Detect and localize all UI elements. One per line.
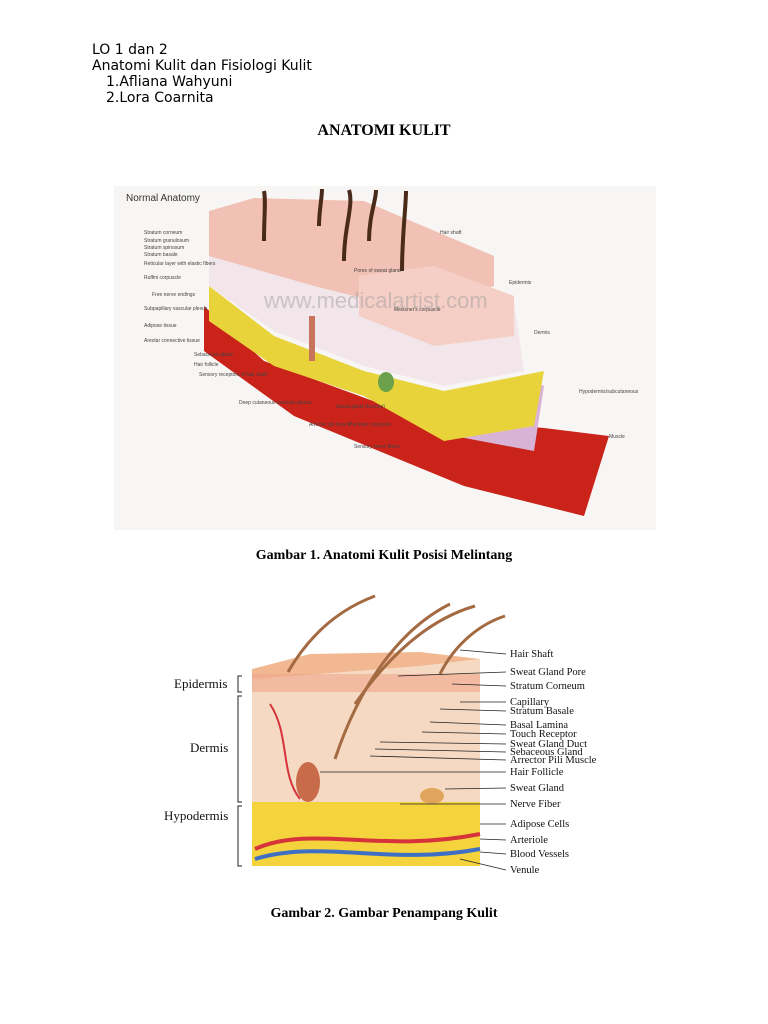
fig1-label: Free nerve endings: [152, 292, 196, 298]
fig1-muscle-layer: [204, 306, 609, 516]
fig1-label: Sensory nerve fibers: [354, 444, 400, 450]
fig1-label: Pores of sweat gland: [354, 268, 401, 274]
fig1-label: Ruffini corpuscle: [144, 275, 181, 281]
fig1-right-labels: Hair shaft Epidermis Dermis Hypodermis/s…: [440, 230, 639, 440]
fig2-hair-4: [438, 614, 506, 675]
header-line-lo: LO 1 dan 2: [92, 42, 168, 58]
fig1-sweat-gland: [378, 372, 394, 392]
fig1-label: Stratum granulosum: [144, 238, 189, 244]
figure-1-normal-anatomy: Normal Anatomy www.medicalartist.com Str…: [114, 186, 656, 530]
fig1-label: Pacinian corpuscle: [349, 422, 391, 428]
fig1-left-labels: Stratum corneum Stratum granulosum Strat…: [144, 230, 441, 450]
fig1-label: Deep cutaneous vascular plexus: [239, 400, 312, 406]
fig1-label: Dermis: [534, 330, 550, 336]
fig2-label: Touch Receptor: [510, 729, 577, 740]
fig1-dermis: [209, 256, 524, 386]
fig1-hair-follicle: [309, 316, 315, 361]
fig2-hair-2: [333, 602, 451, 760]
fig2-label-hypodermis: Hypodermis: [164, 808, 228, 823]
fig2-hair-1: [286, 594, 376, 673]
fig2-adipose-layer: [252, 802, 480, 866]
fig1-label: Meissner's corpuscle: [394, 307, 441, 313]
fig2-label: Venule: [510, 865, 539, 876]
fig2-arteriole: [254, 832, 481, 851]
fig1-hair-3: [342, 189, 353, 262]
fig2-label: Sebaceous Gland: [510, 747, 583, 758]
fig2-label: Stratum Corneum: [510, 681, 585, 692]
fig2-epidermis-band: [252, 674, 480, 692]
fig2-hair-follicle: [296, 762, 320, 802]
fig2-label: Sweat Gland Duct: [510, 739, 587, 750]
fig1-label: Hair shaft: [440, 230, 462, 236]
fig1-label: Reticular layer with elastic fibers: [144, 261, 216, 267]
figure-2-illustration: Epidermis Dermis Hypodermis Hair Shaft S…: [164, 594, 597, 876]
fig2-label: Capillary: [510, 697, 550, 708]
fig1-label: Stratum corneum: [144, 230, 182, 236]
fig2-label: Arrector Pili Muscle: [510, 755, 597, 766]
fig2-leader-lines: [320, 649, 507, 871]
fig2-hair-3: [353, 604, 476, 705]
fig1-label: Sensory receptors of hair shaft: [199, 372, 268, 378]
fig1-label: Epidermis: [509, 280, 532, 286]
fig1-hair-1: [262, 190, 267, 242]
fig1-label: Hair follicle: [194, 362, 219, 368]
fig1-label: Muscle: [609, 434, 625, 440]
fig2-label: Blood Vessels: [510, 849, 569, 860]
fig2-label: Nerve Fiber: [510, 799, 561, 810]
fig1-label: Areolar connective tissue: [144, 338, 200, 344]
fig1-fat-layer: [209, 286, 544, 441]
fig2-venule: [254, 847, 481, 861]
fig1-hair-4: [367, 189, 378, 242]
fig2-label-dermis: Dermis: [190, 740, 228, 755]
figure-2-skin-cross-section: Epidermis Dermis Hypodermis Hair Shaft S…: [160, 584, 606, 894]
fig2-brackets: [237, 675, 242, 867]
fig2-label: Hair Follicle: [510, 767, 564, 778]
fig2-right-labels: Hair Shaft Sweat Gland Pore Stratum Corn…: [510, 649, 597, 876]
fig1-label: Subpapillary vascular plexus: [144, 306, 208, 312]
fig1-label: Stratum basale: [144, 252, 178, 258]
fig1-heading: Normal Anatomy: [126, 193, 200, 204]
page-title: ANATOMI KULIT: [317, 122, 451, 139]
header-line-topic: Anatomi Kulit dan Fisiologi Kulit: [92, 58, 312, 74]
fig2-label: Adipose Cells: [510, 819, 569, 830]
fig2-label-epidermis: Epidermis: [174, 676, 227, 691]
fig1-watermark: www.medicalartist.com: [263, 288, 488, 313]
fig2-sweat-gland: [420, 788, 444, 804]
figure-1-illustration: Normal Anatomy www.medicalartist.com Str…: [126, 188, 639, 516]
fig1-label: Sebaceous gland: [194, 352, 233, 358]
fig2-label: Sweat Gland Pore: [510, 667, 586, 678]
fig1-label: Adipose tissue: [144, 323, 177, 329]
fig1-hair-5: [400, 190, 408, 272]
fig1-label: Stratum spinosum: [144, 245, 184, 251]
fig1-hair-2: [317, 188, 324, 227]
fig2-label: Sweat Gland: [510, 783, 565, 794]
fig2-capillary: [269, 703, 301, 800]
fig1-label: Hypodermis/subcutaneous: [579, 389, 639, 395]
fig2-label: Arteriole: [510, 835, 548, 846]
figure-1-caption: Gambar 1. Anatomi Kulit Posisi Melintang: [255, 548, 513, 563]
fig2-label: Basal Lamina: [510, 720, 568, 731]
document-header: LO 1 dan 2 Anatomi Kulit dan Fisiologi K…: [92, 42, 312, 106]
fig1-label: Sweat gland (Eccrine): [336, 404, 385, 410]
fig2-label: Stratum Basale: [510, 706, 574, 717]
header-author-2: 2.Lora Coarnita: [106, 90, 214, 106]
figure-2-caption: Gambar 2. Gambar Penampang Kulit: [270, 906, 498, 921]
fig1-epidermis-block: [359, 266, 514, 346]
header-author-1: 1.Afliana Wahyuni: [106, 74, 233, 90]
fig2-label: Hair Shaft: [510, 649, 554, 660]
fig2-epidermis-top: [252, 652, 480, 679]
fig1-label: Arrector pili muscle: [309, 422, 352, 428]
